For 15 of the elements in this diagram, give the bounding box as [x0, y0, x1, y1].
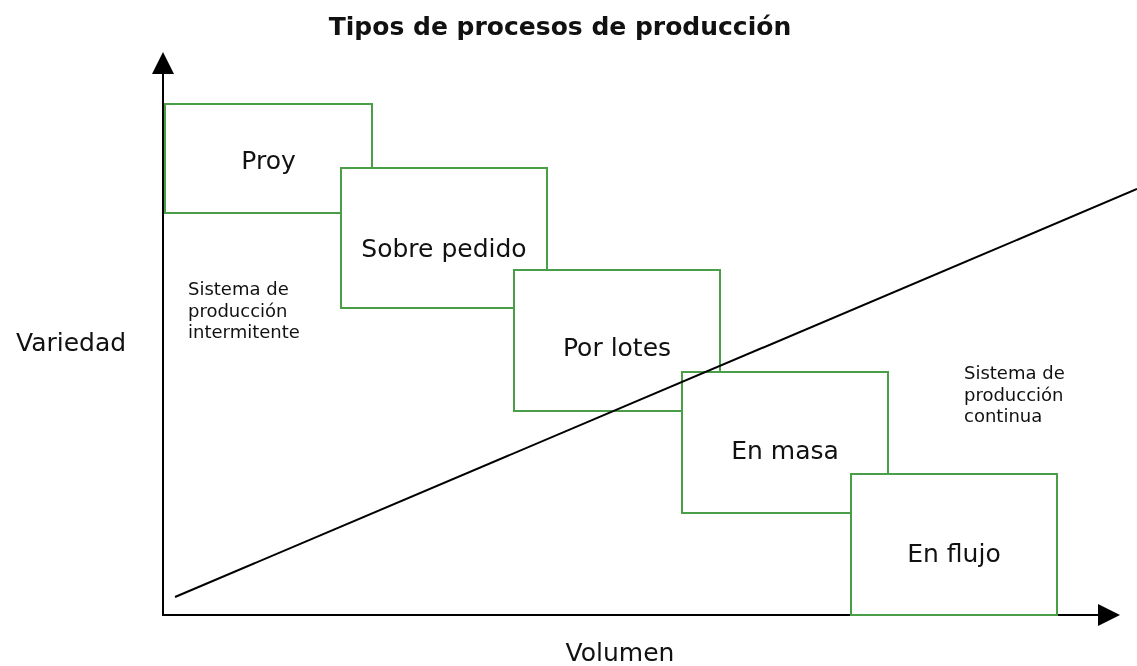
box-label: Por lotes — [561, 332, 673, 362]
process-box — [681, 371, 889, 514]
diagram-title: Tipos de procesos de producción — [327, 12, 793, 41]
axis-label: Volumen — [564, 638, 676, 666]
axis-label: Variedad — [16, 328, 128, 358]
region-label: Sistema de producción intermitente — [188, 278, 301, 343]
process-box — [164, 103, 373, 214]
box-label: En flujo — [906, 538, 1002, 568]
region-label: Sistema de producción continua — [964, 362, 1066, 427]
box-label: Proy — [240, 145, 297, 175]
process-box — [850, 473, 1058, 616]
process-box — [340, 167, 548, 309]
process-box — [513, 269, 721, 412]
box-label: En masa — [730, 435, 840, 465]
box-label: Sobre pedido — [360, 233, 528, 263]
